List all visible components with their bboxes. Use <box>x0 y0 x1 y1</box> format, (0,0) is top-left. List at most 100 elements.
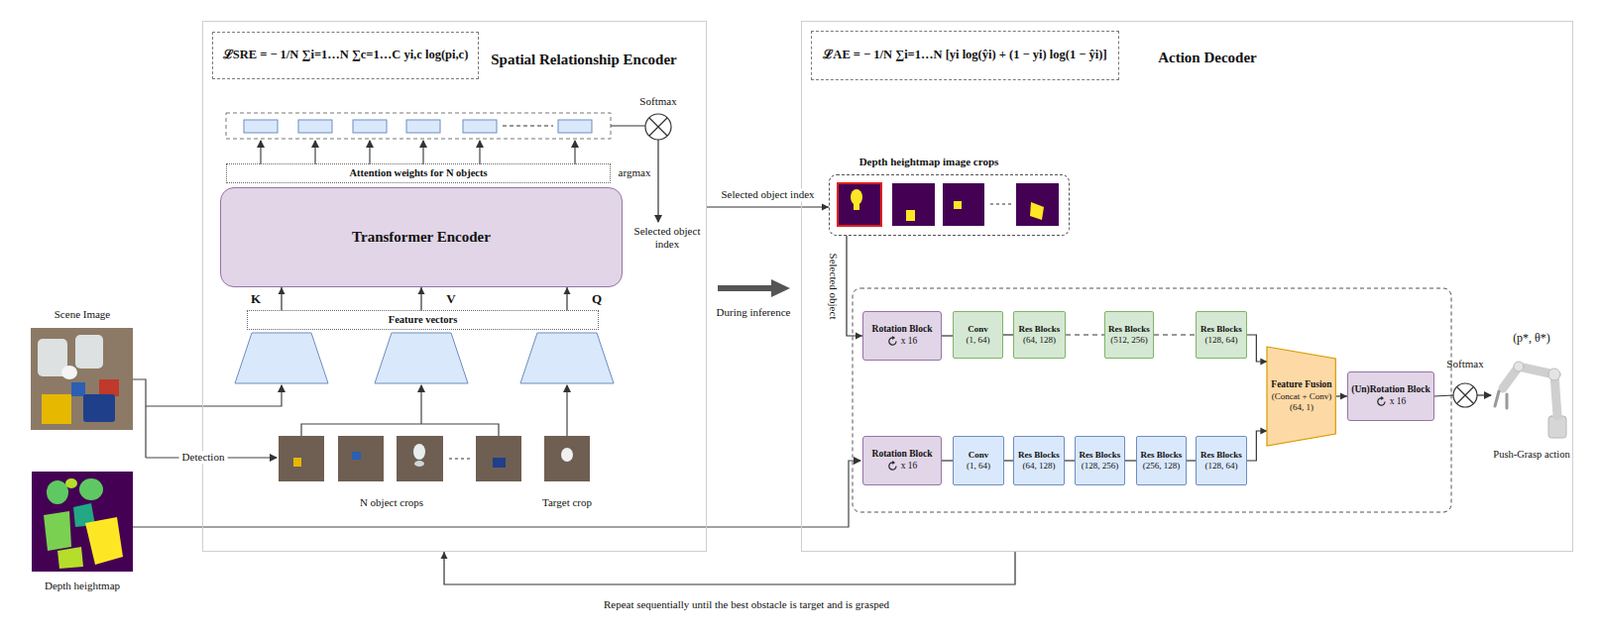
robot-arm <box>1494 361 1567 439</box>
text-label: During inference <box>716 306 792 320</box>
connector-line <box>706 206 829 208</box>
connector <box>1336 393 1348 401</box>
text-label: Push-Grasp action <box>1492 449 1570 462</box>
decoder-panel: Action Decoder ℒAE = − 1/N ∑i=1…N [yi log… <box>800 20 1574 553</box>
connector <box>564 287 572 311</box>
node-text: (64, 128) <box>1023 335 1056 346</box>
connector <box>1003 335 1014 337</box>
connector <box>1004 460 1014 462</box>
loss-formula-box: ℒSRE = − 1/N ∑i=1…N ∑c=1…C yi,c log(pi,c… <box>212 31 480 80</box>
connector-line <box>1247 431 1267 461</box>
text-label: Detection <box>179 451 229 464</box>
node-title: Res Blocks <box>1019 324 1061 336</box>
depth-heightmap-image <box>31 471 133 572</box>
encoder-panel: Spatial Relationship Encoder ℒSRE = − 1/N… <box>202 20 707 553</box>
text-label: (p*, θ*) <box>1512 331 1551 345</box>
connector-line <box>941 459 953 461</box>
node-text: x 16 <box>901 460 918 473</box>
network-frame <box>852 288 1452 513</box>
node-text: (128, 64) <box>1205 335 1239 346</box>
text-label: argmax <box>618 166 652 180</box>
node-text: (64, 128) <box>1023 460 1056 472</box>
rotation-label-row: x 16 <box>887 460 918 473</box>
connector <box>846 235 863 341</box>
connector-line <box>1153 334 1196 336</box>
connector <box>941 460 953 462</box>
node-text: (64, 1) <box>1289 402 1314 414</box>
node-title: (Un)Rotation Block <box>1351 384 1430 397</box>
node-title: Action Decoder <box>1157 48 1258 68</box>
node-text: (512, 256) <box>1110 335 1148 346</box>
scene-image <box>30 328 133 431</box>
res-block: Res Blocks(256, 128) <box>1136 436 1187 486</box>
attention-output-row <box>226 113 611 139</box>
connector <box>278 287 286 311</box>
rotation-block: Rotation Blockx 16 <box>862 311 942 361</box>
unrotation-block: (Un)Rotation Blockx 16 <box>1347 371 1435 422</box>
connector-line <box>1003 334 1014 336</box>
arrow-head <box>278 287 286 295</box>
text-label: Softmax <box>1446 357 1484 371</box>
text-label: Softmax <box>639 95 677 109</box>
connector <box>1064 460 1075 462</box>
node-text: (128, 256) <box>1081 460 1120 472</box>
arrow-head <box>821 204 829 212</box>
rotation-icon <box>887 336 899 347</box>
res-block: Res Blocks(64, 128) <box>1013 311 1066 359</box>
node-text: (Concat + Conv) <box>1271 391 1333 403</box>
connector <box>706 204 829 212</box>
node-title: Res Blocks <box>1141 450 1183 461</box>
text-label: Depth heightmap <box>44 579 120 593</box>
text-label: Scene Image <box>54 308 112 322</box>
node-title: Conv <box>967 324 989 336</box>
arrow-head <box>418 287 426 295</box>
connector-line <box>1004 459 1014 461</box>
connector-line <box>1125 459 1137 461</box>
node-title: Res Blocks <box>1200 450 1243 461</box>
node-title: Rotation Block <box>872 324 933 337</box>
connector <box>1247 335 1267 366</box>
arrow-head <box>855 333 863 341</box>
node-title: Res Blocks <box>1200 324 1243 336</box>
heightmap-crops <box>837 183 1059 227</box>
connector-line <box>941 335 953 337</box>
scene-wires <box>132 379 861 528</box>
connector-line <box>1065 334 1105 336</box>
node-title: ℒAE = − 1/N ∑i=1…N [yi log(ŷi) + (1 − yi… <box>822 47 1107 64</box>
node-title: Res Blocks <box>1108 324 1150 336</box>
loss-formula-box: ℒAE = − 1/N ∑i=1…N [yi log(ŷi) + (1 − yi… <box>810 30 1120 81</box>
res-block: Res Blocks(128, 64) <box>1195 311 1248 359</box>
connector <box>1186 460 1196 462</box>
res-block: Res Blocks(512, 256) <box>1104 311 1154 359</box>
text-label: Selected object index <box>630 225 704 251</box>
connector-line <box>1064 459 1075 461</box>
rotation-block: Rotation Blockx 16 <box>862 436 942 486</box>
node-title: Attention weights for N objects <box>348 166 487 180</box>
connector-line <box>1186 459 1196 461</box>
attention-box: Attention weights for N objects <box>226 163 611 183</box>
attention-arrows <box>260 140 575 165</box>
node-title: Spatial Relationship Encoder <box>490 50 678 70</box>
node-title: Feature vectors <box>388 313 458 327</box>
node-title: Depth heightmap image crops <box>859 155 1000 170</box>
arrow-head <box>564 287 572 295</box>
edge-label: K <box>250 291 261 308</box>
connector <box>1153 335 1196 337</box>
connector-line <box>444 552 1016 585</box>
inference-arrow <box>717 279 791 298</box>
conv-block: Conv(1, 64) <box>952 436 1005 486</box>
connector <box>941 336 953 338</box>
rotation-label-row: x 16 <box>1375 396 1407 409</box>
node-title: Conv <box>968 450 990 461</box>
res-block: Res Blocks(128, 64) <box>1195 436 1248 486</box>
res-block: Res Blocks(64, 128) <box>1013 436 1065 486</box>
node-title: ℒSRE = − 1/N ∑i=1…N ∑c=1…C yi,c log(pi,c… <box>223 47 469 64</box>
connector <box>441 552 1017 585</box>
node-text: (128, 64) <box>1205 460 1239 472</box>
arrow-head <box>1340 393 1348 401</box>
node-text: x 16 <box>901 336 918 348</box>
connector <box>1065 335 1105 337</box>
connector <box>1247 428 1267 462</box>
crop-group: Depth heightmap image crops <box>828 174 1070 236</box>
